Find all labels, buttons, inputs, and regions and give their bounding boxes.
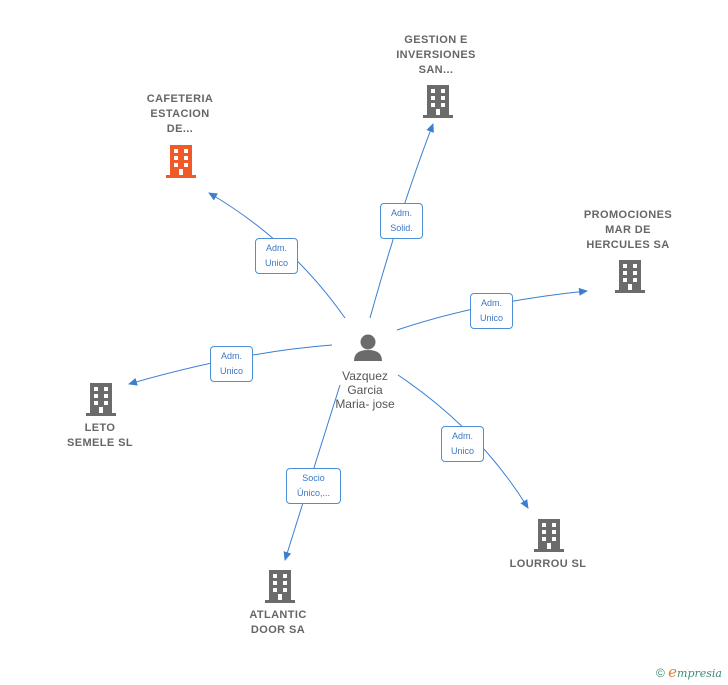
edge-label-line: Adm.	[480, 298, 502, 308]
company-label-line: SEMELE SL	[67, 437, 133, 449]
company-label-promociones[interactable]: PROMOCIONES MAR DE HERCULES SA	[568, 208, 688, 253]
building-icon-lourrou[interactable]	[534, 519, 564, 557]
brand-initial: e	[668, 663, 678, 681]
person-name-line: Vazquez	[342, 369, 388, 383]
company-label-line: SAN...	[418, 64, 454, 76]
building-icon-leto[interactable]	[86, 383, 116, 421]
edge-label-line: Unico	[264, 258, 288, 268]
edge-label-line: Unico	[450, 446, 474, 456]
brand-name: mpresia	[677, 667, 722, 680]
footer-brand: © empresia	[656, 663, 722, 681]
company-label-line: ESTACION	[150, 108, 210, 120]
edge-label-line: Único,...	[296, 488, 330, 498]
building-icon-gestion[interactable]	[423, 85, 453, 123]
company-label-line: DOOR SA	[250, 624, 306, 636]
edge-label-line: Adm.	[220, 351, 242, 361]
building-icon-promociones[interactable]	[615, 260, 645, 298]
company-label-atlantic[interactable]: ATLANTIC DOOR SA	[218, 608, 338, 638]
person-name-line: Maria- jose	[335, 397, 395, 411]
copyright-symbol: ©	[655, 666, 665, 680]
company-label-line: LOURROU SL	[509, 558, 587, 570]
edge-label-line: Unico	[479, 313, 503, 323]
building-icon-atlantic[interactable]	[265, 570, 295, 608]
company-label-cafeteria[interactable]: CAFETERIA ESTACION DE...	[120, 92, 240, 137]
edge-label-line: Adm.	[265, 243, 287, 253]
edge-label-promociones[interactable]: Adm. Unico	[470, 293, 513, 329]
company-label-line: LETO	[84, 422, 116, 434]
edge-label-line: Adm.	[451, 431, 473, 441]
person-label[interactable]: Vazquez Garcia Maria- jose	[315, 369, 415, 411]
company-label-line: GESTION E	[404, 34, 468, 46]
edge-label-gestion[interactable]: Adm. Solid.	[380, 203, 423, 239]
company-label-gestion[interactable]: GESTION E INVERSIONES SAN...	[376, 33, 496, 78]
company-label-lourrou[interactable]: LOURROU SL	[488, 557, 608, 572]
company-label-leto[interactable]: LETO SEMELE SL	[40, 421, 160, 451]
company-label-line: ATLANTIC	[249, 609, 307, 621]
building-icon-cafeteria[interactable]	[166, 145, 196, 183]
company-label-line: CAFETERIA	[146, 93, 214, 105]
edge-label-line: Socio	[302, 473, 325, 483]
edge-label-line: Adm.	[390, 208, 412, 218]
company-label-line: DE...	[166, 123, 194, 135]
edge-label-cafeteria[interactable]: Adm. Unico	[255, 238, 298, 274]
edge-label-line: Solid.	[390, 223, 413, 233]
company-label-line: INVERSIONES	[396, 49, 476, 61]
edge-label-line: Unico	[219, 366, 243, 376]
edge-label-atlantic[interactable]: Socio Único,...	[286, 468, 341, 504]
company-label-line: PROMOCIONES	[583, 209, 673, 221]
company-label-line: MAR DE	[605, 224, 651, 236]
edge-label-lourrou[interactable]: Adm. Unico	[441, 426, 484, 462]
person-name-line: Garcia	[347, 383, 383, 397]
edge-label-leto[interactable]: Adm. Unico	[210, 346, 253, 382]
company-label-line: HERCULES SA	[586, 239, 670, 251]
person-icon[interactable]	[354, 334, 382, 362]
